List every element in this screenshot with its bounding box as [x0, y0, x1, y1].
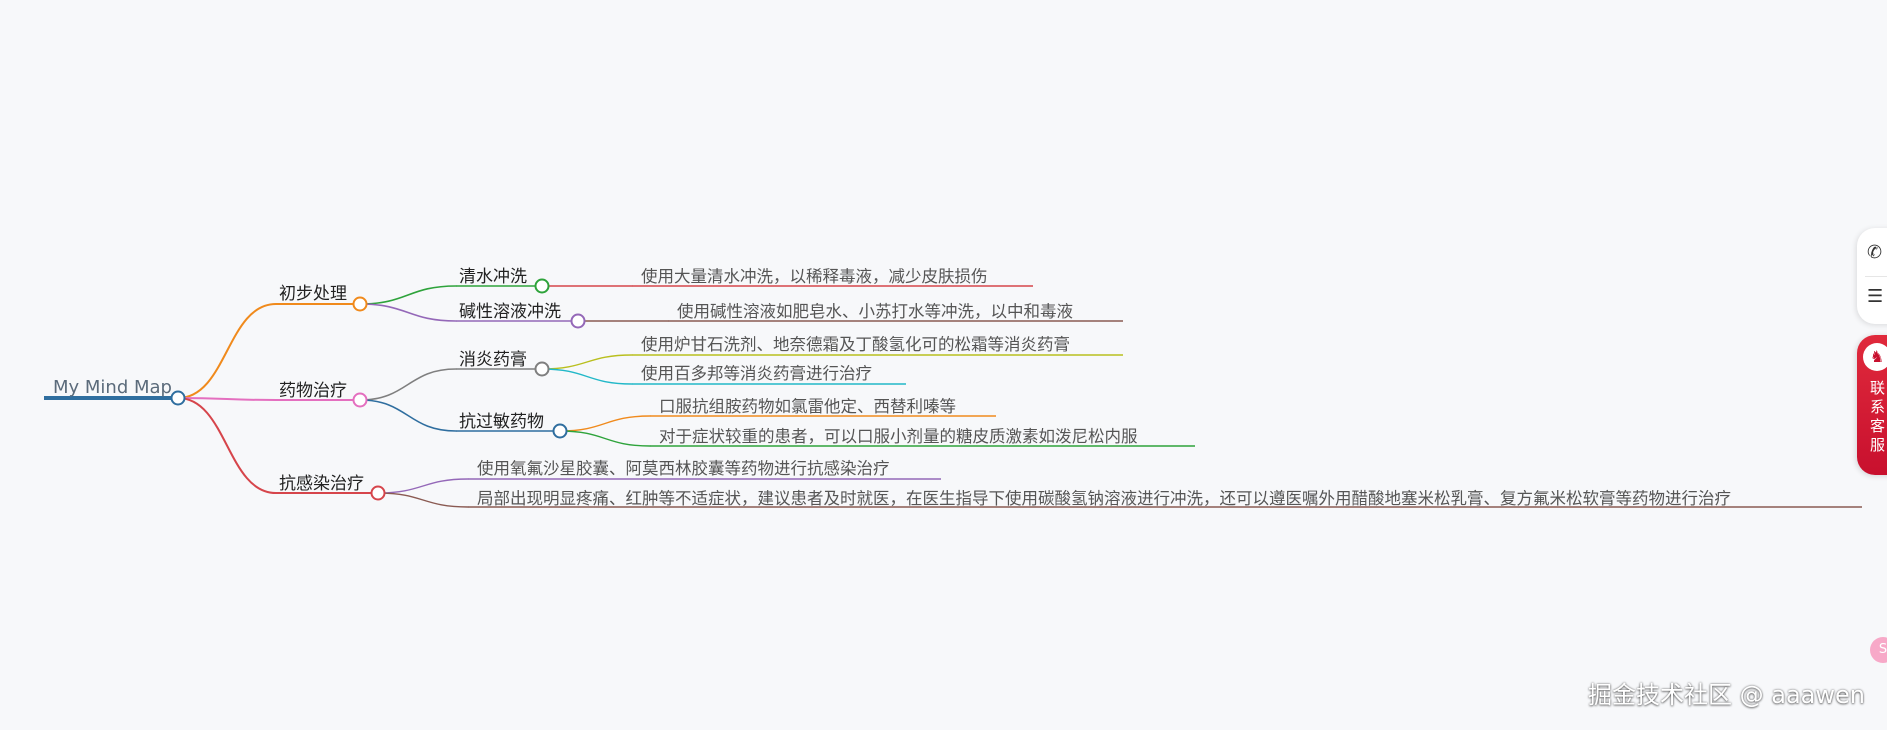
- branch-toggle[interactable]: [352, 296, 368, 312]
- floating-badge[interactable]: S: [1870, 637, 1887, 663]
- connector-line: [359, 303, 457, 322]
- root-node-label[interactable]: My Mind Map: [53, 377, 172, 398]
- leaf-label[interactable]: 使用大量清水冲洗，以稀释毒液，减少皮肤损伤: [641, 267, 988, 286]
- contact-service-label: 联系客服: [1870, 379, 1886, 454]
- connector-line: [177, 303, 277, 399]
- connector-line: [359, 368, 457, 401]
- connector-line: [377, 478, 469, 494]
- connector-line: [541, 354, 633, 370]
- branch-label[interactable]: 初步处理: [279, 284, 347, 304]
- subbranch-label[interactable]: 碱性溶液冲洗: [459, 302, 561, 322]
- connector-line: [177, 397, 277, 494]
- chat-icon[interactable]: ☰: [1867, 286, 1884, 307]
- subbranch-label[interactable]: 清水冲洗: [459, 267, 527, 287]
- leaf-label[interactable]: 局部出现明显疼痛、红肿等不适症状，建议患者及时就医，在医生指导下使用碳酸氢钠溶液…: [477, 488, 1731, 508]
- connector-line: [359, 285, 457, 305]
- leaf-label[interactable]: 口服抗组胺药物如氯雷他定、西替利嗪等: [659, 397, 956, 416]
- branch-label[interactable]: 抗感染治疗: [279, 474, 364, 494]
- watermark: 掘金技术社区 @ aaawen: [1588, 681, 1865, 709]
- leaf-label[interactable]: 使用百多邦等消炎药膏进行治疗: [641, 363, 872, 383]
- logo-icon: ♞: [1863, 343, 1887, 371]
- connector-line: [559, 415, 651, 432]
- leaf-label[interactable]: 对于症状较重的患者，可以口服小剂量的糖皮质激素如泼尼松内服: [659, 427, 1138, 446]
- connector-line: [177, 397, 277, 401]
- connector-line: [559, 430, 651, 447]
- subbranch-label[interactable]: 抗过敏药物: [459, 412, 544, 432]
- subbranch-toggle[interactable]: [570, 313, 586, 329]
- subbranch-label[interactable]: 消炎药膏: [459, 349, 527, 370]
- contact-service-button[interactable]: ♞ 联系客服: [1857, 335, 1887, 475]
- connector-line: [377, 492, 469, 508]
- leaf-label[interactable]: 使用炉甘石洗剂、地奈德霜及丁酸氢化可的松霜等消炎药膏: [641, 334, 1070, 354]
- phone-icon[interactable]: ✆: [1867, 242, 1883, 263]
- branch-toggle[interactable]: [370, 485, 386, 501]
- connector-line: [541, 368, 633, 385]
- branch-toggle[interactable]: [352, 392, 368, 408]
- side-toolbar: ✆ ☰: [1857, 228, 1887, 324]
- subbranch-toggle[interactable]: [534, 361, 550, 377]
- side-divider: [1865, 276, 1887, 277]
- root-toggle[interactable]: [170, 390, 186, 406]
- connector-line: [359, 399, 457, 432]
- leaf-label[interactable]: 使用氧氟沙星胶囊、阿莫西林胶囊等药物进行抗感染治疗: [477, 459, 890, 478]
- leaf-label[interactable]: 使用碱性溶液如肥皂水、小苏打水等冲洗，以中和毒液: [677, 302, 1073, 321]
- subbranch-toggle[interactable]: [534, 278, 550, 294]
- branch-label[interactable]: 药物治疗: [279, 381, 347, 401]
- subbranch-toggle[interactable]: [552, 423, 568, 439]
